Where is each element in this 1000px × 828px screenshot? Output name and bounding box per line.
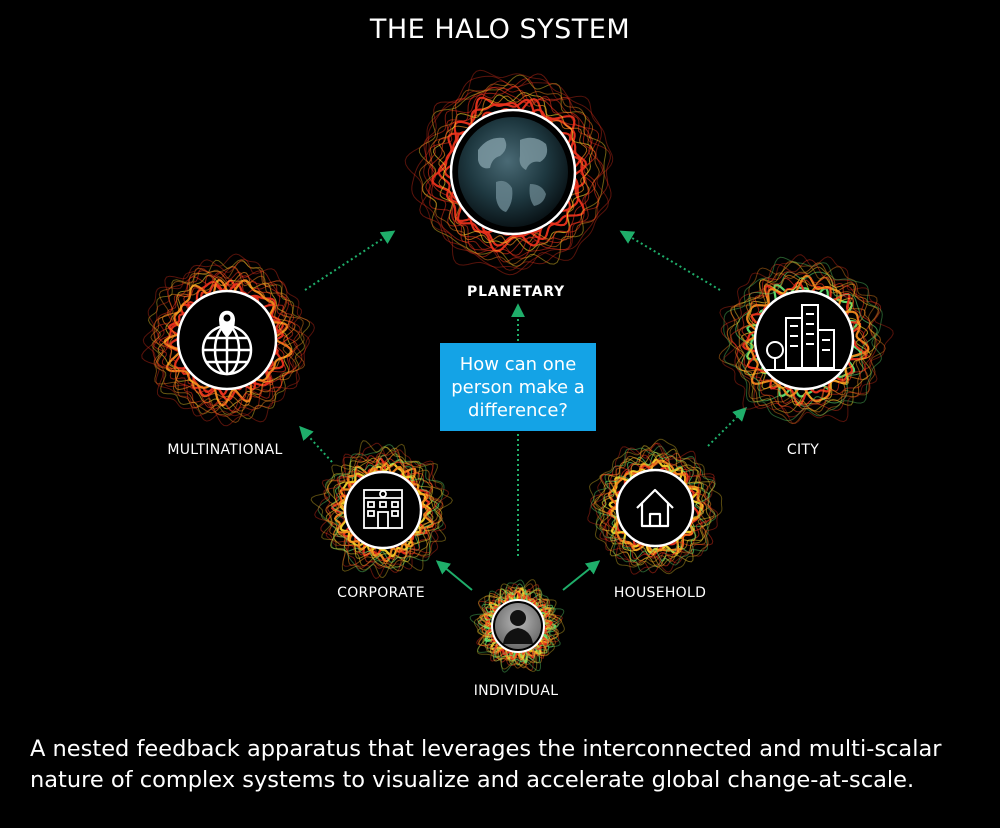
label-multinational: MULTINATIONAL (167, 442, 283, 458)
halo-ring (729, 262, 882, 413)
multinational-node (176, 289, 278, 391)
halo-ring (726, 261, 879, 414)
label-corporate: CORPORATE (337, 585, 425, 601)
person-icon (495, 603, 541, 649)
arrow-individual-to-corporate (435, 560, 473, 591)
question-box: How can one person make a difference? (440, 343, 596, 431)
halo-household (587, 438, 723, 575)
halo-ring (411, 75, 612, 276)
arrow-household-to-city (707, 407, 747, 447)
city-node (753, 289, 855, 391)
halo-ring (156, 272, 298, 414)
halo-ring (425, 78, 604, 258)
label-household: HOUSEHOLD (613, 585, 707, 601)
caption-text: A nested feedback apparatus that leverag… (30, 736, 942, 793)
halo-ring (330, 454, 440, 563)
halo-ring (587, 442, 719, 575)
office-building-icon (363, 489, 403, 529)
house-icon (636, 488, 674, 528)
halo-ring (432, 91, 594, 252)
halo-ring (478, 586, 559, 669)
halo-ring (607, 459, 702, 554)
halo-ring (599, 453, 712, 568)
halo-ring (152, 266, 303, 417)
halo-ring (478, 583, 559, 664)
halo-ring (153, 265, 301, 414)
halo-ring (469, 579, 565, 673)
city-buildings-icon (764, 304, 842, 371)
halo-planetary (404, 69, 614, 276)
halo-ring (590, 442, 715, 574)
globe-pin-icon (201, 310, 253, 376)
halo-ring (718, 260, 886, 425)
page-title: THE HALO SYSTEM (369, 14, 631, 45)
halo-ring (594, 449, 712, 567)
planetary-node (449, 108, 577, 236)
halo-ring (479, 587, 559, 664)
halo-ring (323, 447, 444, 569)
halo-ring (152, 268, 295, 412)
halo-ring (477, 588, 560, 666)
halo-ring (404, 69, 614, 270)
halo-ring (325, 453, 443, 568)
halo-ring (419, 73, 611, 271)
halo-ring (428, 86, 597, 256)
halo-ring (477, 583, 562, 669)
halo-ring (425, 87, 600, 263)
corporate-node (343, 470, 423, 550)
halo-ring (150, 260, 306, 423)
halo-ring (310, 440, 453, 579)
halo-ring (317, 444, 445, 573)
arrow-city-to-planetary (619, 230, 721, 291)
halo-ring (161, 271, 296, 407)
halo-ring (593, 445, 716, 567)
question-text: How can one person make a difference? (451, 353, 585, 421)
halo-ring (141, 258, 310, 427)
halo-ring (735, 271, 878, 408)
halo-ring (723, 256, 883, 422)
halo-ring (142, 253, 315, 423)
halo-ring (590, 445, 717, 573)
halo-corporate (310, 440, 453, 580)
halo-ring (418, 83, 600, 265)
halo-ring (314, 442, 450, 580)
halo-ring (418, 74, 607, 267)
label-city: CITY (786, 442, 820, 458)
halo-ring (431, 96, 588, 253)
arrow-corporate-to-multinational (299, 425, 333, 463)
halo-ring (476, 583, 563, 671)
halo-city (718, 254, 894, 425)
label-planetary: PLANETARY (467, 284, 565, 300)
halo-ring (147, 259, 311, 420)
household-node (615, 468, 695, 548)
halo-ring (588, 438, 723, 575)
halo-ring (473, 579, 565, 672)
halo-ring (320, 450, 444, 573)
halo-ring (719, 254, 894, 425)
arrow-multinational-to-planetary (304, 230, 396, 291)
feedback-arrows (299, 230, 747, 591)
label-individual: INDIVIDUAL (473, 683, 559, 699)
individual-node (491, 599, 545, 653)
globe-earth-icon (458, 117, 568, 227)
halo-ring (325, 446, 443, 572)
halo-ring (720, 259, 882, 418)
arrow-individual-to-household (562, 560, 601, 591)
halo-ring (738, 274, 870, 407)
